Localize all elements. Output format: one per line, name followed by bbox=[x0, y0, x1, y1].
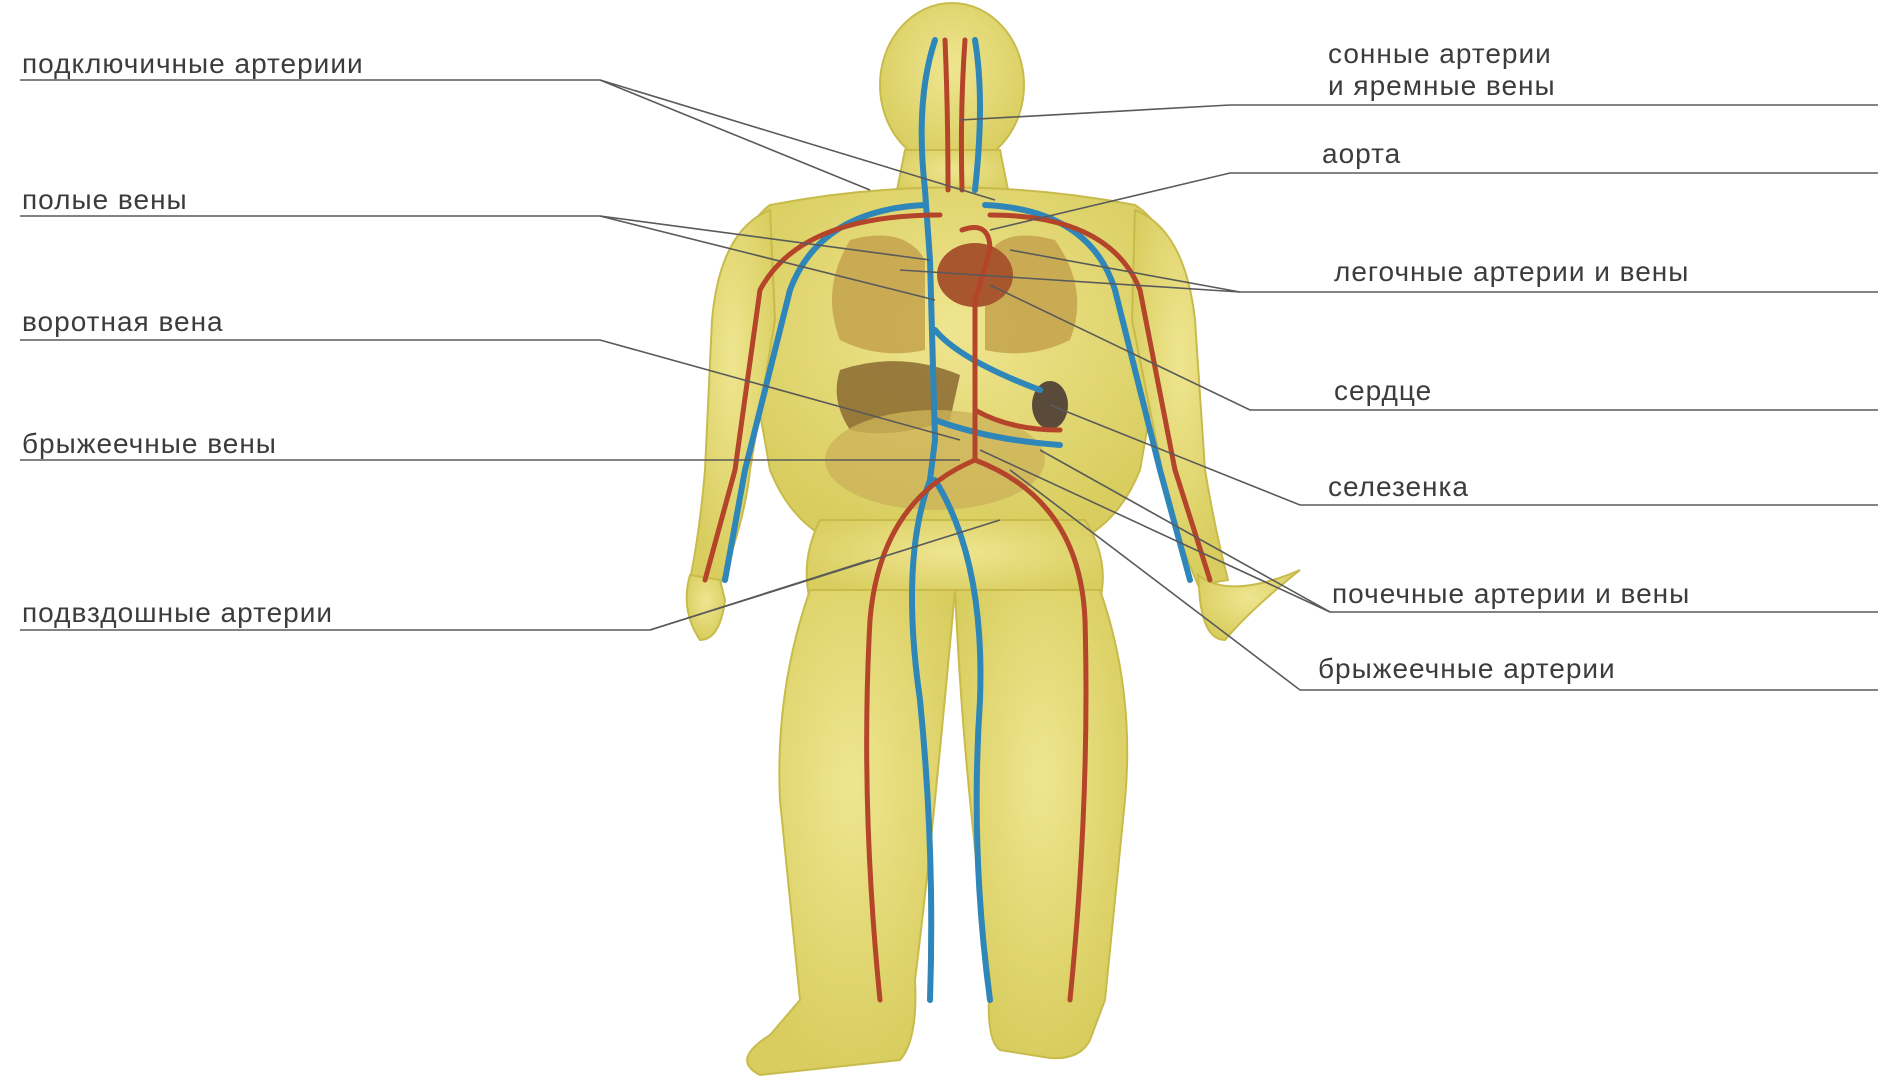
label-spleen: селезенка bbox=[1328, 471, 1469, 503]
label-aorta: аорта bbox=[1322, 138, 1401, 170]
label-portal-vein: воротная вена bbox=[22, 306, 224, 338]
body-silhouette bbox=[687, 3, 1300, 1075]
label-vena-cava: полые вены bbox=[22, 184, 188, 216]
label-pulmonary-arteries-veins: легочные артерии и вены bbox=[1334, 256, 1689, 288]
label-mesenteric-veins: брыжеечные вены bbox=[22, 428, 277, 460]
label-carotid-arteries: сонные артерии bbox=[1328, 38, 1552, 70]
label-iliac-arteries: подвздошные артерии bbox=[22, 597, 333, 629]
label-subclavian-arteries: подключичные артериии bbox=[22, 48, 364, 80]
label-heart: сердце bbox=[1334, 375, 1432, 407]
label-renal-arteries-veins: почечные артерии и вены bbox=[1332, 578, 1690, 610]
label-jugular-veins: и яремные вены bbox=[1328, 70, 1556, 102]
label-mesenteric-arteries: брыжеечные артерии bbox=[1318, 653, 1616, 685]
leader-line-subclavian bbox=[20, 80, 870, 190]
leader-line-carotid bbox=[960, 105, 1878, 120]
